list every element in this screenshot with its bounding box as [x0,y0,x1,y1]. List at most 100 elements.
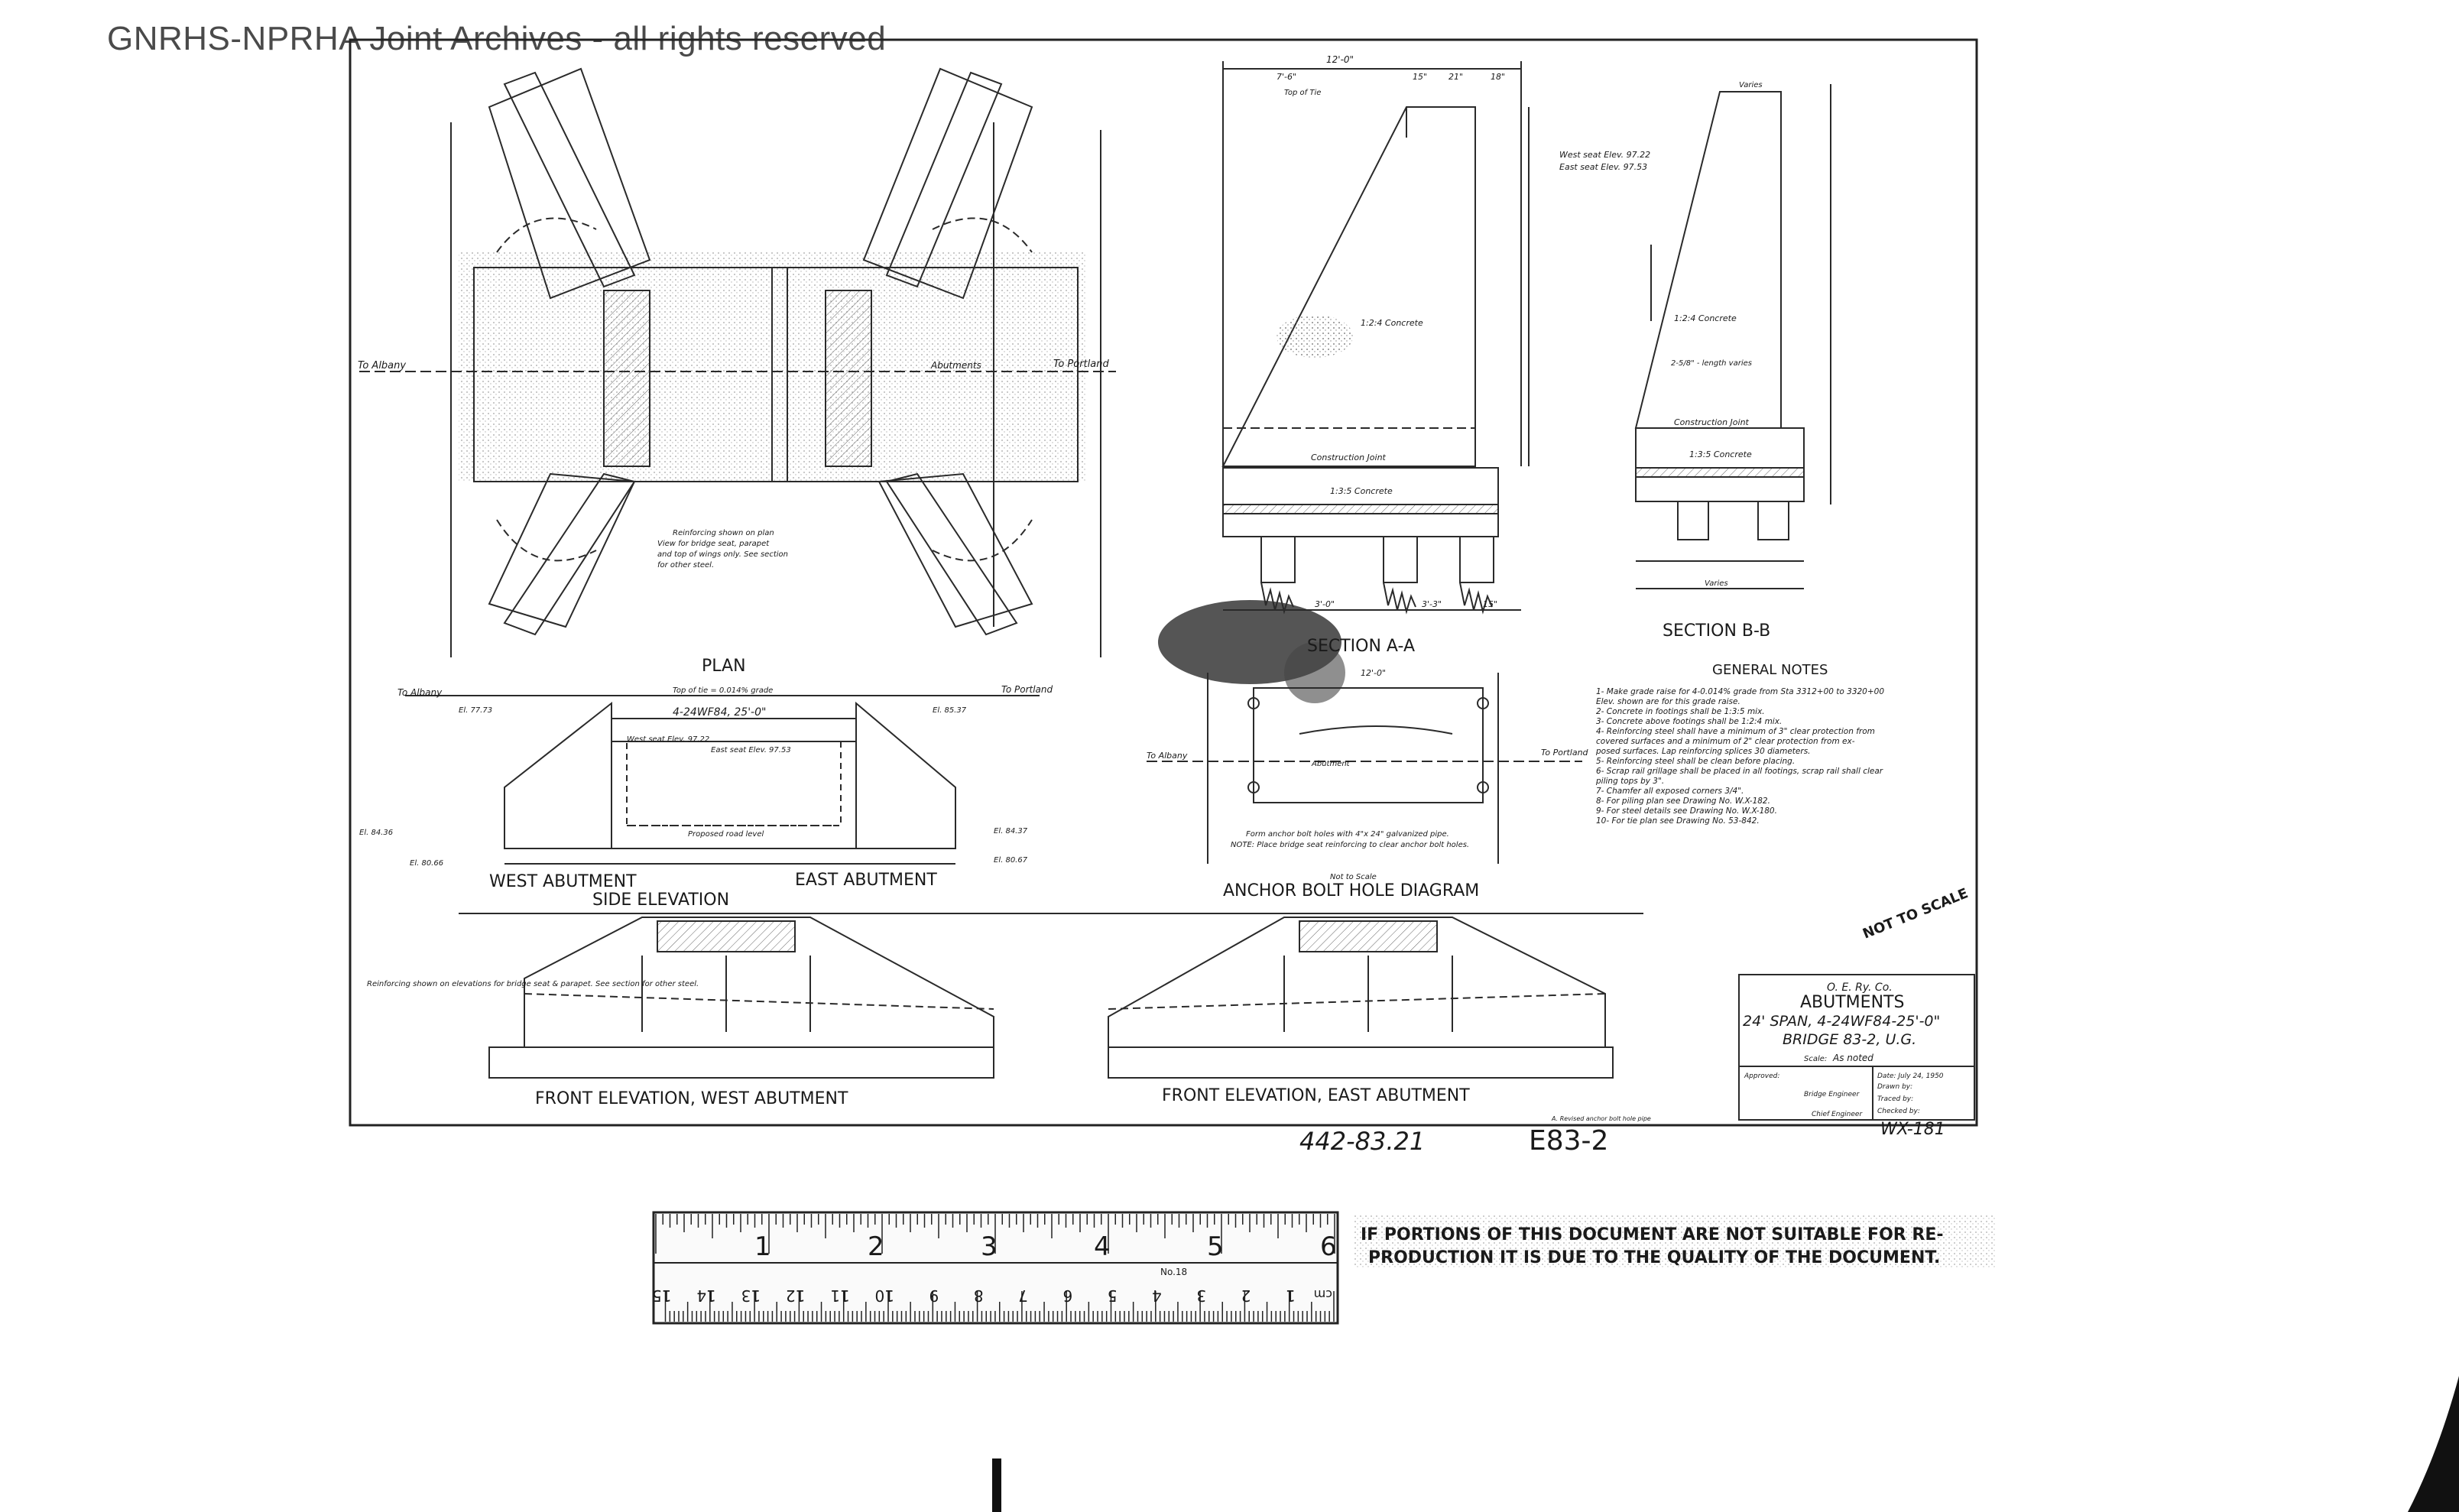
side-elev-top-of-tie: Top of tie = 0.014% grade [673,686,773,695]
anchor-dim: 12'-0" [1361,668,1386,678]
title-block-date: Date: July 24, 1950 [1877,1072,1944,1080]
not-to-scale-stamp: NOT TO SCALE [1860,885,1971,942]
quality-notice-line1: IF PORTIONS OF THIS DOCUMENT ARE NOT SUI… [1361,1225,1944,1244]
section-aa-concrete-lower: 1:3:5 Concrete [1330,486,1393,496]
section-bb-varies-top: Varies [1739,81,1763,89]
plan-to-albany: To Albany [358,360,406,372]
section-aa-title: SECTION A-A [1307,637,1415,656]
ruler-inch-label: 4 [1094,1231,1111,1262]
quality-notice: IF PORTIONS OF THIS DOCUMENT ARE NOT SUI… [1353,1215,1995,1269]
section-bb-varies-bottom: Varies [1705,579,1728,588]
title-block-span: 24' SPAN, 4-24WF84-25'-0" [1743,1013,1940,1030]
general-note-item: 7- Chamfer all exposed corners 3/4". [1596,787,1744,796]
side-elev-el5: El. 84.37 [994,827,1028,835]
anchor-to-albany: To Albany [1147,751,1188,761]
title-block-revised: A. Revised anchor bolt hole pipe [1551,1115,1651,1122]
plan-note-4: for other steel. [657,561,714,569]
ruler-inch-label: 5 [1207,1231,1224,1262]
side-elev-el4: El. 85.37 [933,706,967,715]
anchor-title: ANCHOR BOLT HOLE DIAGRAM [1223,881,1479,900]
handwritten-file-number: 442-83.21 [1299,1127,1425,1156]
anchor-to-portland: To Portland [1541,748,1589,758]
general-note-item: 9- For steel details see Drawing No. W.X… [1596,806,1777,816]
section-aa-dim1: 7'-6" [1277,72,1296,82]
plan-title: PLAN [702,657,746,676]
ruler-cm-label: 12 [786,1286,805,1305]
front-elevation-east-view [1055,913,1643,1079]
ruler-cm-label: 5 [1108,1286,1118,1305]
general-note-item: piling tops by 3". [1595,777,1664,786]
section-aa-view [1221,61,1530,615]
title-block-title: ABUTMENTS [1800,993,1904,1012]
anchor-note-2: NOTE: Place bridge seat reinforcing to c… [1231,841,1469,849]
title-block-company: O. E. Ry. Co. [1827,982,1893,994]
general-note-item: posed surfaces. Lap reinforcing splices … [1595,747,1811,756]
ruler-cm-label: 1 [1286,1286,1296,1305]
section-bb-joint: Construction Joint [1674,417,1750,427]
section-aa-east-seat: East seat Elev. 97.53 [1559,162,1647,172]
anchor-bolt-diagram-view [1147,673,1582,864]
general-note-item: 10- For tie plan see Drawing No. 53-842. [1596,816,1760,826]
general-note-item: Elev. shown are for this grade raise. [1596,697,1740,706]
section-bb-bar-length: 2-5/8" - length varies [1671,359,1752,368]
side-elev-beam: 4-24WF84, 25'-0" [673,706,766,719]
title-block-checked: Checked by: [1877,1108,1920,1115]
ruler-inch-label: 6 [1320,1231,1337,1262]
section-aa-concrete-upper: 1:2:4 Concrete [1361,318,1423,328]
general-note-item: 2- Concrete in footings shall be 1:3:5 m… [1596,707,1765,716]
ruler-cm-label: 3 [1196,1286,1206,1305]
plan-note-2: View for bridge seat, parapet [657,540,770,548]
title-block-drawn: Drawn by: [1877,1083,1912,1091]
plan-to-portland: To Portland [1053,359,1109,370]
section-bb-view [1634,84,1831,589]
front-elevation-west-view [459,913,1055,1079]
side-elev-title: SIDE ELEVATION [592,891,729,910]
ruler-inch-label: 2 [868,1231,884,1262]
ruler-cm-label: 11 [830,1286,849,1305]
section-aa-dim4: 18" [1491,72,1505,82]
ruler-cm-label: 14 [696,1286,715,1305]
scan-artifact-bar [992,1458,1001,1512]
title-block-scale-value: As noted [1832,1053,1873,1063]
anchor-note-1: Form anchor bolt holes with 4"x 24" galv… [1246,830,1449,839]
side-elev-to-portland: To Portland [1001,684,1053,695]
general-notes-title: GENERAL NOTES [1712,662,1828,678]
ruler-cm-label: 7 [1018,1286,1028,1305]
general-note-item: 1- Make grade raise for 4-0.014% grade f… [1596,687,1884,696]
side-elevation-view [405,695,1040,865]
ruler-cm-label: 2 [1241,1286,1251,1305]
title-block-chief: Chief Engineer [1812,1111,1863,1118]
side-elev-west-seat: West seat Elev. 97.22 [627,735,709,744]
section-aa-width: 12'-0" [1326,54,1354,65]
ruler-cm-label: 9 [929,1286,939,1305]
scan-artifact-corner [2408,1376,2459,1512]
general-note-item: 6- Scrap rail grillage shall be placed i… [1596,767,1883,776]
handwritten-drawing-ref: E83-2 [1529,1125,1608,1157]
front-east-title: FRONT ELEVATION, EAST ABUTMENT [1162,1086,1470,1105]
plan-abutments-label: Abutments [930,360,981,371]
side-elev-east-seat: East seat Elev. 97.53 [711,746,791,754]
section-aa-west-seat: West seat Elev. 97.22 [1559,150,1650,160]
anchor-subtitle: Not to Scale [1330,873,1377,881]
title-block-engineer: Bridge Engineer [1804,1091,1860,1098]
general-note-item: 4- Reinforcing steel shall have a minimu… [1596,727,1875,736]
plan-note-1: Reinforcing shown on plan [673,529,774,537]
quality-notice-line2: PRODUCTION IT IS DUE TO THE QUALITY OF T… [1368,1248,1940,1267]
side-elev-to-albany: To Albany [397,687,443,698]
section-aa-top-of-tie: Top of Tie [1284,89,1321,97]
general-note-item: covered surfaces and a minimum of 2" cle… [1596,737,1855,746]
section-aa-bot-dim1: 3'-0" [1315,599,1335,609]
ruler-cm-label: 4 [1152,1286,1162,1305]
side-elev-road: Proposed road level [688,830,764,839]
side-elev-el1: El. 77.73 [459,706,492,715]
ruler-cm-label: 10 [875,1286,894,1305]
title-block-approved: Approved: [1744,1072,1779,1080]
general-note-item: 3- Concrete above footings shall be 1:2:… [1596,717,1782,726]
section-bb-title: SECTION B-B [1663,621,1770,641]
side-elev-el3: El. 80.66 [410,859,443,868]
ruler-cm-label: 8 [974,1286,984,1305]
front-west-title: FRONT ELEVATION, WEST ABUTMENT [535,1089,848,1108]
section-bb-concrete-upper: 1:2:4 Concrete [1674,313,1737,323]
general-notes: GENERAL NOTES 1- Make grade raise for 4-… [1595,662,1884,826]
